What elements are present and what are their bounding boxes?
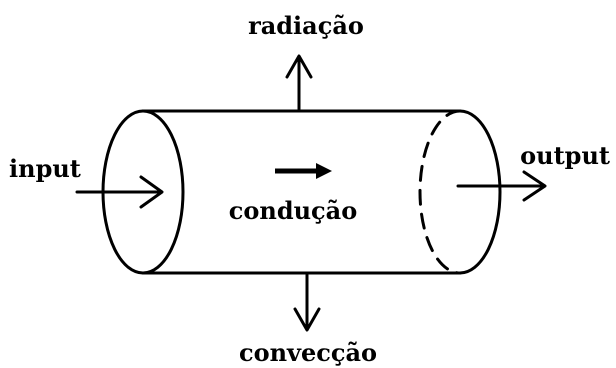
cylinder-right-hidden-arc bbox=[418, 109, 462, 275]
label-radiation: radiação bbox=[248, 11, 364, 40]
cylinder-right-visible-arc bbox=[458, 109, 502, 275]
label-input: input bbox=[9, 154, 81, 183]
input-arrow bbox=[75, 175, 164, 209]
label-conduction: condução bbox=[229, 196, 357, 225]
radiation-arrow bbox=[285, 54, 313, 111]
convection-arrow bbox=[293, 273, 321, 332]
output-arrow bbox=[456, 170, 547, 202]
label-convection: convecção bbox=[239, 338, 377, 367]
conduction-arrow bbox=[275, 163, 332, 179]
label-output: output bbox=[520, 141, 610, 170]
